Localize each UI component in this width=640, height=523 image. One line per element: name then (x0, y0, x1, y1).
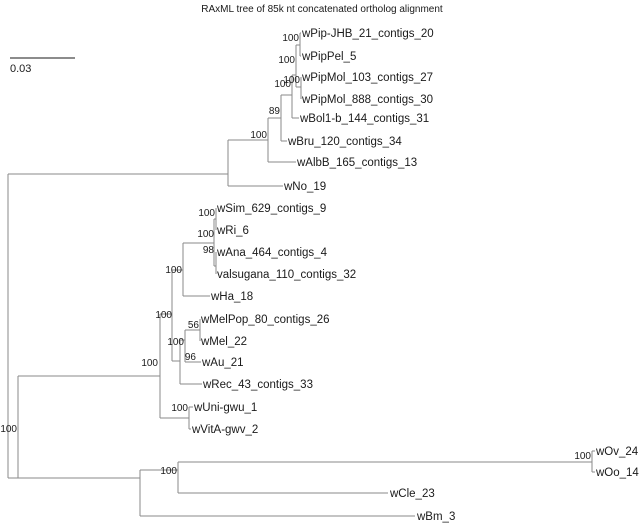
support-value: 100 (155, 310, 172, 321)
support-value: 100 (171, 403, 188, 414)
support-value: 89 (269, 106, 281, 117)
support-value: 100 (282, 33, 299, 44)
tip-label-wri: wRi_6 (216, 225, 249, 237)
support-value: 100 (250, 130, 267, 141)
support-value: 100 (278, 55, 295, 66)
tip-label-wana: wAna_464_contigs_4 (216, 247, 328, 259)
tip-label-wha: wHa_18 (210, 291, 253, 303)
support-value: 100 (141, 358, 158, 369)
support-value: 96 (185, 352, 197, 363)
support-values: 100 100 100 100 89 100 100 100 98 100 56… (0, 33, 591, 477)
tip-label-woo: wOo_14 (595, 467, 639, 479)
support-value: 100 (574, 451, 591, 462)
support-value: 100 (197, 229, 214, 240)
scale-bar-label: 0.03 (10, 63, 31, 75)
tip-label-wrec: wRec_43_contigs_33 (202, 379, 313, 391)
tip-label-wbru: wBru_120_contigs_34 (287, 136, 402, 148)
tip-label-wau: wAu_21 (201, 357, 244, 369)
support-value: 100 (0, 424, 17, 435)
support-value: 100 (160, 466, 177, 477)
support-value: 98 (203, 245, 215, 256)
support-value: 100 (167, 337, 184, 348)
tip-label-wno: wNo_19 (283, 181, 326, 193)
tip-label-wvita: wVitA-gwv_2 (191, 424, 258, 436)
tip-label-wpipmol-888: wPipMol_888_contigs_30 (301, 94, 433, 106)
support-value: 100 (198, 208, 215, 219)
tip-label-wpippel: wPipPel_5 (301, 51, 356, 63)
tip-label-walbb: wAlbB_165_contigs_13 (296, 157, 417, 169)
tip-label-valsugana: valsugana_110_contigs_32 (217, 269, 356, 281)
tip-label-wsim: wSim_629_contigs_9 (216, 203, 326, 215)
tip-label-wpip-jhb: wPip-JHB_21_contigs_20 (301, 28, 434, 40)
tree-branches (7, 32, 595, 517)
tip-label-wmel: wMel_22 (200, 336, 247, 348)
tip-label-wuni: wUni-gwu_1 (193, 402, 257, 414)
support-value: 100 (274, 79, 291, 90)
support-value: 100 (165, 265, 182, 276)
support-value: 56 (188, 320, 200, 331)
tip-label-wbm: wBm_3 (416, 511, 455, 523)
tip-label-wmelpop: wMelPop_80_contigs_26 (200, 314, 330, 326)
tip-label-wbol1-b: wBol1-b_144_contigs_31 (299, 113, 429, 125)
tip-label-wpipmol-103: wPipMol_103_contigs_27 (301, 72, 433, 84)
figure-title: RAxML tree of 85k nt concatenated orthol… (201, 4, 443, 15)
tip-label-wcle: wCle_23 (389, 488, 435, 500)
support-value: 100 (283, 75, 300, 86)
tip-label-wov: wOv_24 (595, 446, 639, 458)
tip-labels: wPip-JHB_21_contigs_20 wPipPel_5 wPipMol… (191, 28, 639, 523)
